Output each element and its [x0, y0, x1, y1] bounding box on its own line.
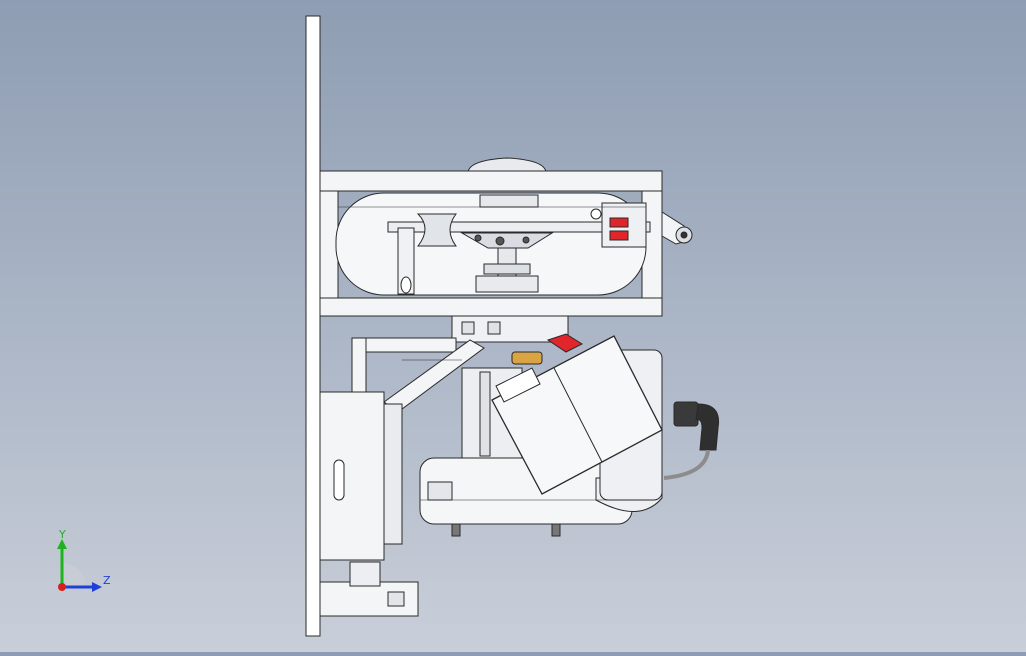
side-bracket-arm[interactable]: [351, 337, 457, 353]
clamp-pivot: [590, 208, 602, 220]
base-vent-left: [427, 481, 453, 501]
z-arrow-head: [92, 582, 102, 592]
housing-bracket[interactable]: [495, 367, 541, 403]
clamp-pad-bottom[interactable]: [609, 230, 629, 241]
column-shaft: [479, 371, 491, 457]
hose-tube[interactable]: [663, 449, 710, 480]
top-bearing-cap[interactable]: [467, 157, 547, 173]
housing-seam: [553, 367, 603, 463]
mid-bracket-nut: [461, 321, 475, 335]
pulley-plate[interactable]: [387, 221, 651, 233]
cabinet-slot: [333, 459, 345, 501]
pulley-hole: [522, 236, 530, 244]
hose-fitting[interactable]: [673, 401, 699, 427]
post-slot: [400, 276, 412, 294]
bottom-mount-screw: [387, 591, 405, 607]
spindle-base[interactable]: [475, 275, 539, 293]
hose-elbow[interactable]: [695, 403, 720, 451]
tilted-motor-housing[interactable]: [491, 335, 663, 495]
clamp-pad-top[interactable]: [609, 217, 629, 228]
y-arrow-head: [57, 539, 67, 549]
pulley-hole: [495, 236, 505, 246]
base-foot[interactable]: [451, 523, 461, 537]
red-lever[interactable]: [546, 333, 584, 353]
z-axis-label: Z: [103, 574, 111, 587]
frame-left-side[interactable]: [319, 190, 339, 299]
mounting-plate[interactable]: [305, 15, 321, 637]
roller-axle: [680, 231, 688, 239]
pulley-disk[interactable]: [460, 232, 554, 249]
left-cabinet[interactable]: [319, 391, 385, 561]
brass-fitting[interactable]: [511, 351, 543, 365]
lower-frame-bar[interactable]: [319, 297, 663, 317]
y-axis-label: Y: [59, 528, 66, 541]
axis-triad: Y Z: [50, 528, 120, 599]
base-foot[interactable]: [551, 523, 561, 537]
mid-bracket-nut: [487, 321, 501, 335]
x-axis-dot: [58, 583, 66, 591]
spindle-collar[interactable]: [483, 263, 531, 275]
side-bracket-leg[interactable]: [351, 337, 367, 395]
left-cabinet-side[interactable]: [383, 403, 403, 545]
pulley-upper-hub[interactable]: [479, 194, 539, 208]
triad-plane-arc: [62, 563, 86, 587]
pulley-hole: [474, 234, 482, 242]
spool[interactable]: [416, 213, 457, 247]
bottom-mount-inset: [349, 561, 381, 587]
left-post[interactable]: [397, 227, 415, 295]
upper-frame[interactable]: [319, 170, 663, 192]
